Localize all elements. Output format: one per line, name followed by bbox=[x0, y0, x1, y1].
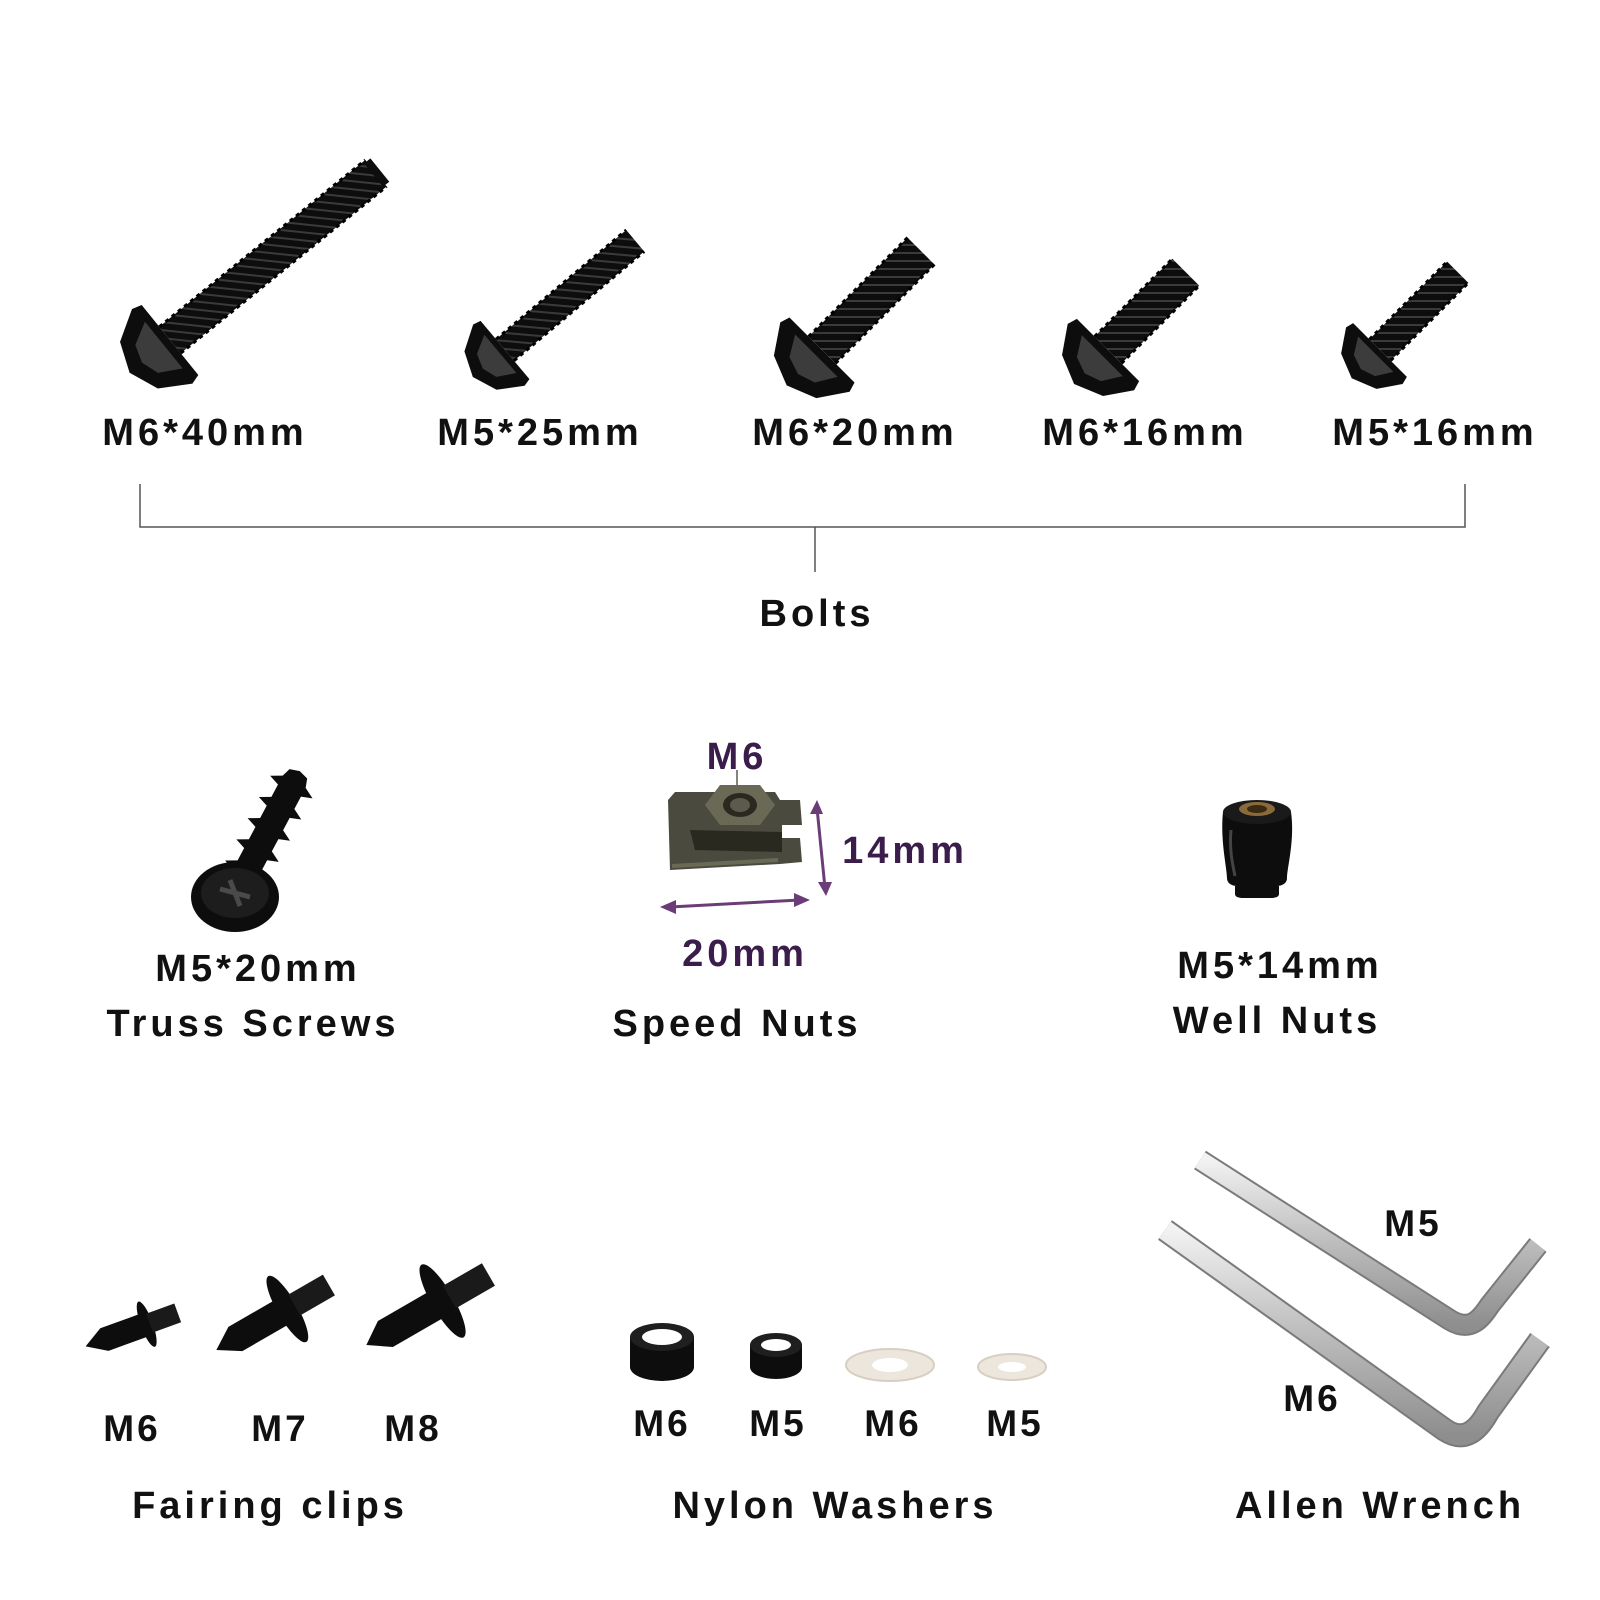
nylon-washer-icon bbox=[630, 1323, 1047, 1382]
allen-wrench-icon bbox=[1158, 1150, 1550, 1448]
nylon-washer-size-1: M6 bbox=[633, 1403, 691, 1444]
bolt-icon bbox=[464, 228, 646, 390]
speed-nut-icon bbox=[660, 770, 832, 914]
fairing-clip-icon bbox=[85, 1301, 182, 1351]
well-nut-icon bbox=[1222, 800, 1293, 898]
bolt-icon bbox=[1062, 257, 1201, 396]
speed-nut-height: 14mm bbox=[842, 830, 968, 872]
truss-screw-name: Truss Screws bbox=[106, 1003, 400, 1045]
fairing-clip-size-m7: M7 bbox=[251, 1408, 309, 1449]
fairing-clips-name: Fairing clips bbox=[132, 1485, 408, 1527]
bolt-label-m5x16: M5*16mm bbox=[1332, 412, 1538, 454]
nylon-washer-size-3: M6 bbox=[864, 1403, 922, 1444]
bolt-label-m6x40: M6*40mm bbox=[102, 412, 308, 454]
bolts-group-label: Bolts bbox=[759, 593, 875, 635]
speed-nut-width: 20mm bbox=[682, 933, 808, 975]
well-nut-size: M5*14mm bbox=[1177, 945, 1383, 987]
fairing-clip-icon bbox=[366, 1263, 495, 1347]
bolt-label-m5x25: M5*25mm bbox=[437, 412, 643, 454]
truss-screw-size: M5*20mm bbox=[155, 948, 361, 990]
bolt-icon bbox=[1341, 260, 1470, 389]
well-nut-name: Well Nuts bbox=[1172, 1000, 1382, 1042]
bolt-label-m6x20: M6*20mm bbox=[752, 412, 958, 454]
speed-nut-name: Speed Nuts bbox=[612, 1003, 862, 1045]
nylon-washer-size-4: M5 bbox=[986, 1403, 1044, 1444]
allen-wrench-size-m5: M5 bbox=[1384, 1203, 1442, 1244]
nylon-washer-size-2: M5 bbox=[749, 1403, 807, 1444]
bolt-icon bbox=[773, 236, 936, 399]
fairing-clip-icon bbox=[216, 1274, 335, 1352]
allen-wrench-name: Allen Wrench bbox=[1234, 1485, 1526, 1527]
truss-screw-icon bbox=[191, 769, 313, 932]
nylon-washers-name: Nylon Washers bbox=[672, 1485, 998, 1527]
bolt-label-m6x16: M6*16mm bbox=[1042, 412, 1248, 454]
speed-nut-thread: M6 bbox=[706, 736, 768, 778]
allen-wrench-size-m6: M6 bbox=[1283, 1378, 1341, 1419]
fairing-clip-size-m6: M6 bbox=[103, 1408, 161, 1449]
bolt-icon bbox=[120, 158, 390, 389]
bolts-group-bracket bbox=[139, 484, 1466, 572]
fairing-clip-size-m8: M8 bbox=[384, 1408, 442, 1449]
